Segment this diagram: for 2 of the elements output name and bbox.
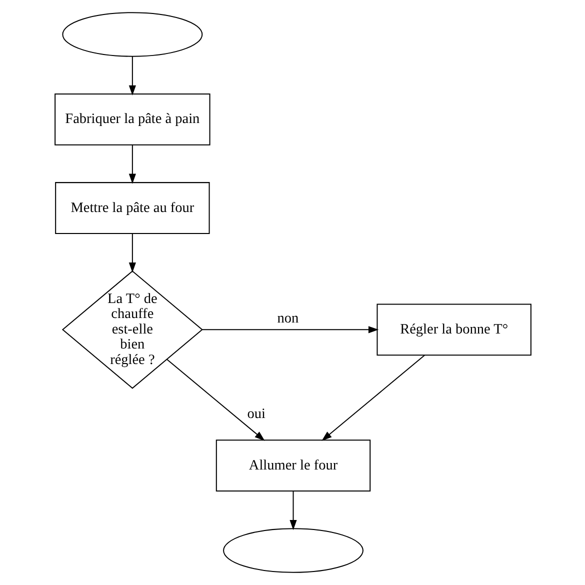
edge-label: oui (246, 406, 265, 422)
edge-label: non (276, 310, 298, 327)
